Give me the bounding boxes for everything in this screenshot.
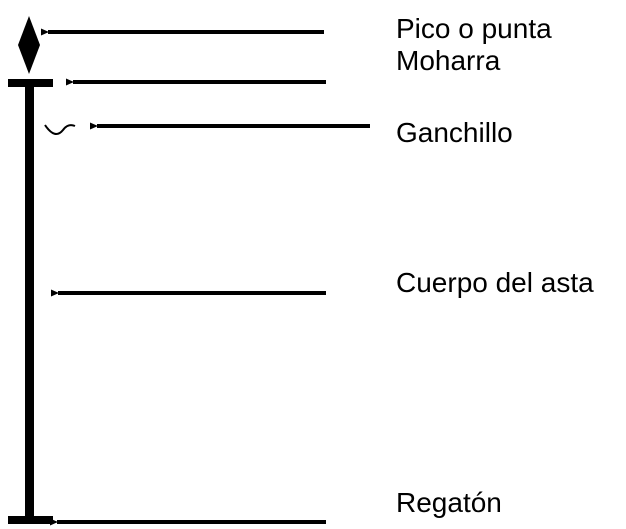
label-moharra: Moharra — [396, 45, 501, 76]
label-ganchillo: Ganchillo — [396, 117, 513, 148]
label-pico: Pico o punta — [396, 13, 552, 44]
bottom-cap — [8, 516, 53, 524]
label-cuerpo: Cuerpo del asta — [396, 267, 594, 298]
spear-tip — [18, 16, 40, 74]
pole-shaft — [25, 80, 34, 520]
crossbar — [8, 79, 53, 87]
hook-shape — [44, 124, 76, 135]
label-regaton: Regatón — [396, 487, 502, 518]
